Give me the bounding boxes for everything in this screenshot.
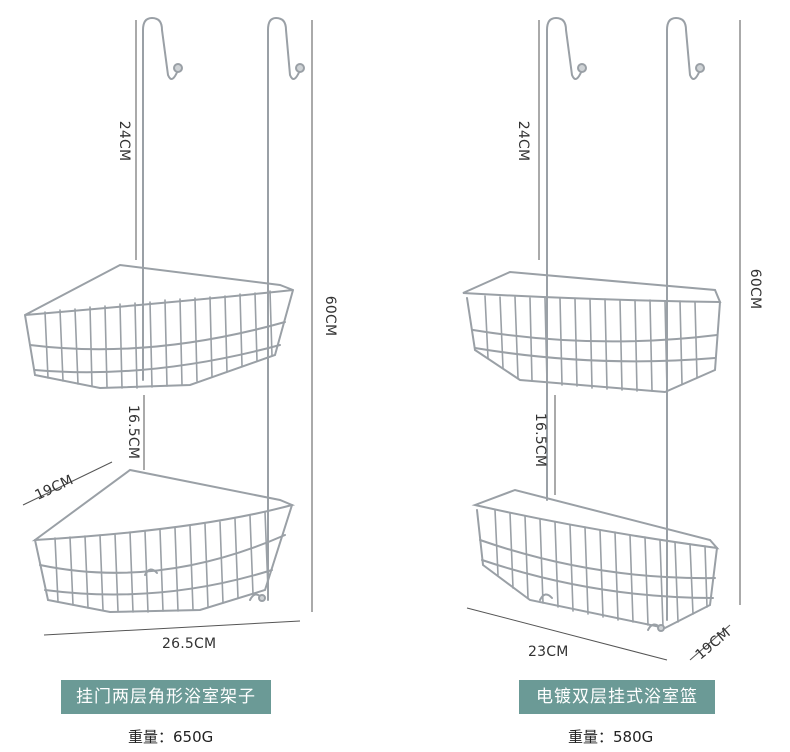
weight-row: 重量：650G [128,726,213,747]
width-label: 26.5CM [162,636,217,652]
weight-value: 580G [613,728,654,746]
gap-label: 16.5CM [125,404,142,460]
weight-label: 重量： [128,728,174,746]
weight-label: 重量： [568,728,614,746]
product-panel-rect-basket: 24CM 60CM 16.5CM 19CM 23CM 电镀双层挂式浴室篮 重量：… [395,0,790,752]
gap-label: 16.5CM [532,412,549,468]
total-height-label: 60CM [322,295,339,337]
corner-shelf-photo [22,16,313,636]
hook-height-label: 24CM [116,120,133,162]
weight-row: 重量：580G [568,726,653,747]
hook-height-label: 24CM [515,120,532,162]
rect-basket-photo [462,16,741,661]
product-title-banner: 挂门两层角形浴室架子 [61,680,271,714]
product-panel-corner-shelf: 24CM 60CM 16.5CM 19CM 26.5CM 挂门两层角形浴室架子 … [22,16,339,747]
weight-value: 650G [173,728,214,746]
total-height-label: 60CM [747,268,764,310]
width-label: 23CM [528,644,569,660]
product-title-banner: 电镀双层挂式浴室篮 [519,680,715,714]
